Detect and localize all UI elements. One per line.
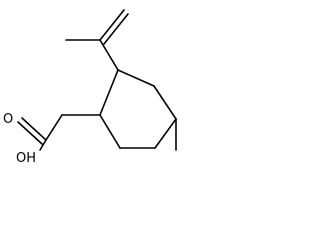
structure-canvas: O OH [0, 0, 191, 185]
bond-carbonyl-double-o-b [17, 121, 43, 145]
bond-vinyl-to-ring [99, 39, 119, 71]
bond-ring-c1-c2 [99, 69, 119, 116]
bond-carbonyl-double-o-a [21, 117, 47, 141]
hydroxyl-label: OH [16, 151, 36, 166]
bond-ring-c3-c4 [153, 85, 177, 120]
skeletal-formula: O OH [3, 9, 177, 166]
carbonyl-oxygen-label: O [3, 112, 13, 127]
bond-carbonyl-to-oh [39, 139, 47, 151]
bond-ch2-to-carbonyl [45, 114, 63, 141]
bond-vinyl-c-double-ch2-a [99, 9, 125, 41]
bond-ring-c6-c1 [99, 114, 121, 149]
bond-ring-c2-c3 [117, 69, 155, 87]
bond-vinyl-c-double-ch2-b [103, 13, 129, 45]
bond-ring-c4-c5 [154, 118, 177, 149]
